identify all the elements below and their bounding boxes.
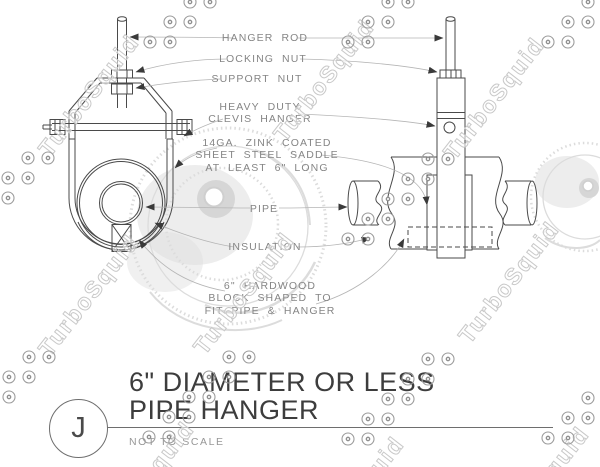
front-clevis-yoke <box>68 77 173 139</box>
front-hanger-rod <box>117 16 127 70</box>
front-locking-nut <box>111 69 133 79</box>
front-view-drawing <box>42 16 193 252</box>
side-hidden-block <box>407 226 493 248</box>
front-insulation <box>76 158 166 248</box>
side-pipe <box>347 156 538 250</box>
front-pipe <box>99 181 143 225</box>
side-locking-nut <box>439 69 462 79</box>
side-hanger-rod <box>445 16 456 70</box>
front-cross-bolt <box>42 119 193 135</box>
turbosquid-logo-watermark-right <box>529 141 600 253</box>
front-hardwood-block <box>111 224 132 252</box>
side-view-drawing <box>347 16 538 259</box>
side-clevis-body <box>436 77 466 259</box>
